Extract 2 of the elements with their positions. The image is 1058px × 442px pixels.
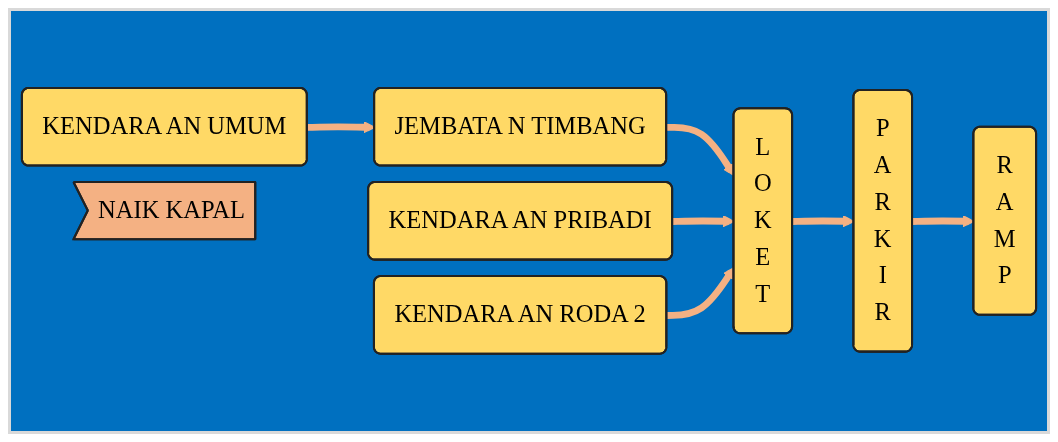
arrow [666,124,735,177]
arrow [666,267,735,320]
